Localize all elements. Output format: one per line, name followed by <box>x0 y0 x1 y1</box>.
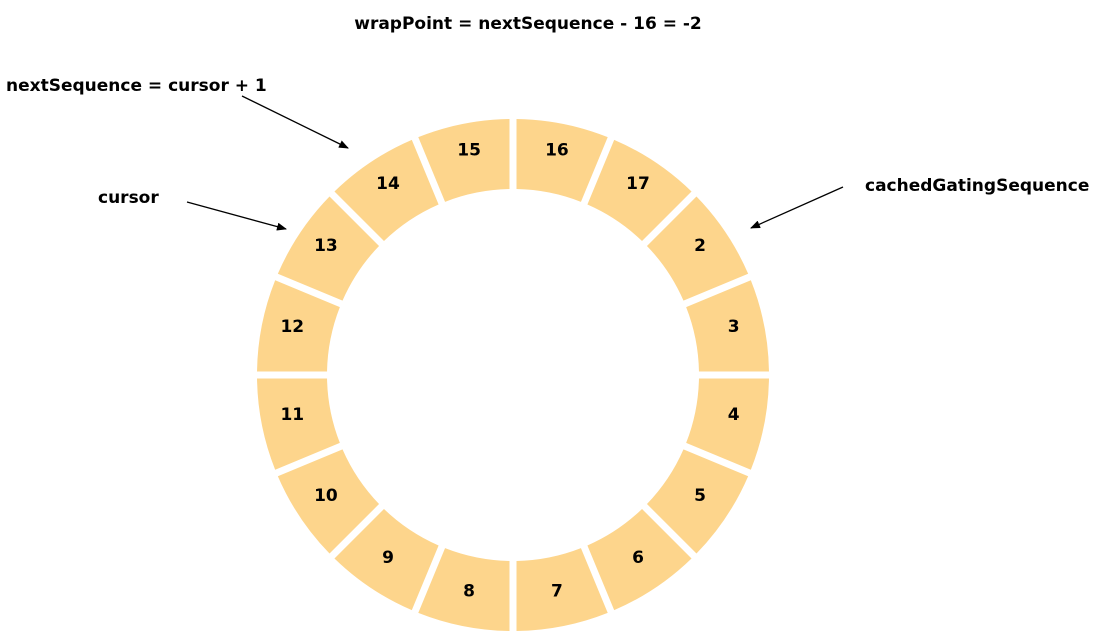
ring-segment-17 <box>587 139 692 242</box>
ring-segment-label: 15 <box>457 140 481 160</box>
ring-segment-5 <box>646 449 749 554</box>
ring-segment-label: 11 <box>280 405 304 425</box>
ring-segment-8 <box>418 548 510 631</box>
next-sequence-arrow <box>241 95 349 149</box>
ring-segment-7 <box>516 548 608 631</box>
ring-segment-label: 5 <box>694 486 706 506</box>
ring-segment-label: 6 <box>632 548 644 568</box>
cursor-label: cursor <box>98 188 159 208</box>
cached-gating-sequence-arrow <box>750 186 844 229</box>
ring-segment-label: 3 <box>728 317 740 337</box>
ring-segment-3 <box>686 280 769 372</box>
ring-segment-label: 14 <box>376 174 400 194</box>
ring-segment-6 <box>587 508 692 611</box>
ring-segment-4 <box>686 378 769 470</box>
ring-segment-label: 2 <box>694 236 706 256</box>
ring-buffer: 16 17 2 3 4 5 6 7 8 9 10 11 12 13 14 15 <box>257 119 769 631</box>
ring-segment-15 <box>418 119 510 202</box>
ring-segment-11 <box>257 378 340 470</box>
ring-segment-label: 7 <box>551 582 563 602</box>
ring-segment-label: 4 <box>728 405 740 425</box>
ring-segment-label: 16 <box>545 140 569 160</box>
ring-segment-14 <box>334 139 439 242</box>
wrap-point-title: wrapPoint = nextSequence - 16 = -2 <box>354 14 702 34</box>
ring-segment-label: 9 <box>382 548 394 568</box>
ring-segment-2 <box>646 196 749 301</box>
ring-segment-9 <box>334 508 439 611</box>
ring-segment-13 <box>277 196 380 301</box>
ring-segment-10 <box>277 449 380 554</box>
cursor-arrow <box>186 201 287 231</box>
ring-segment-label: 17 <box>626 174 650 194</box>
ring-segment-label: 10 <box>314 486 338 506</box>
ring-segment-label: 13 <box>314 236 338 256</box>
cached-gating-sequence-label: cachedGatingSequence <box>865 176 1089 196</box>
ring-segment-16 <box>516 119 608 202</box>
ring-segment-12 <box>257 280 340 372</box>
ring-segment-label: 8 <box>463 582 475 602</box>
ring-segment-label: 12 <box>280 317 304 337</box>
next-sequence-label: nextSequence = cursor + 1 <box>6 76 267 96</box>
